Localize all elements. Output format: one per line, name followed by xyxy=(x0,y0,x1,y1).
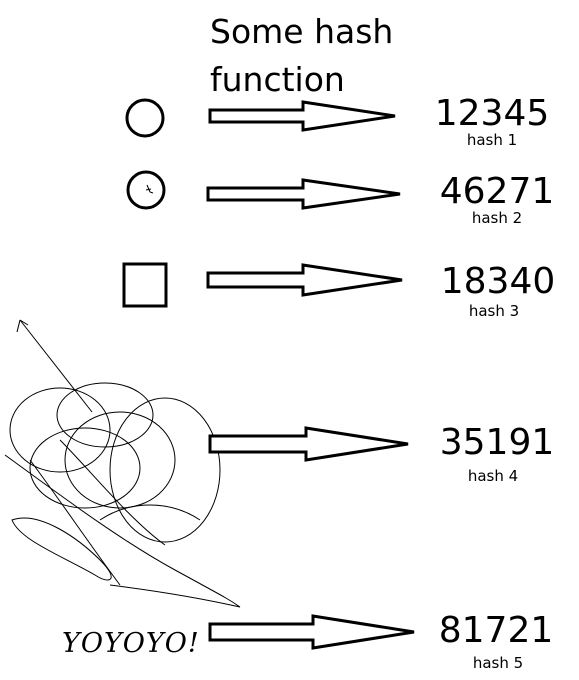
hash-value-5: 81721 xyxy=(438,610,554,651)
arrow-icon xyxy=(206,178,401,210)
arrow-icon xyxy=(206,263,403,297)
square-icon xyxy=(122,262,168,308)
hash-label-5: hash 5 xyxy=(472,654,524,672)
diagram-title: Some hash function xyxy=(210,12,394,99)
scribble-icon xyxy=(4,319,241,608)
hash-label-1: hash 1 xyxy=(466,131,518,149)
circle-icon xyxy=(125,98,165,138)
dotted-circle-icon xyxy=(126,170,166,210)
arrow-icon xyxy=(208,426,409,462)
hash-label-2: hash 2 xyxy=(471,209,523,227)
hash-value-1: 12345 xyxy=(434,93,550,134)
input-text-yoyoyo: YOYOYO! xyxy=(62,628,200,659)
arrow-icon xyxy=(208,100,396,132)
arrow-icon xyxy=(208,614,415,650)
hash-label-3: hash 3 xyxy=(468,302,520,320)
hash-value-2: 46271 xyxy=(439,171,555,212)
hash-value-4: 35191 xyxy=(439,422,555,463)
hash-value-3: 18340 xyxy=(440,261,556,302)
hash-label-4: hash 4 xyxy=(467,467,519,485)
